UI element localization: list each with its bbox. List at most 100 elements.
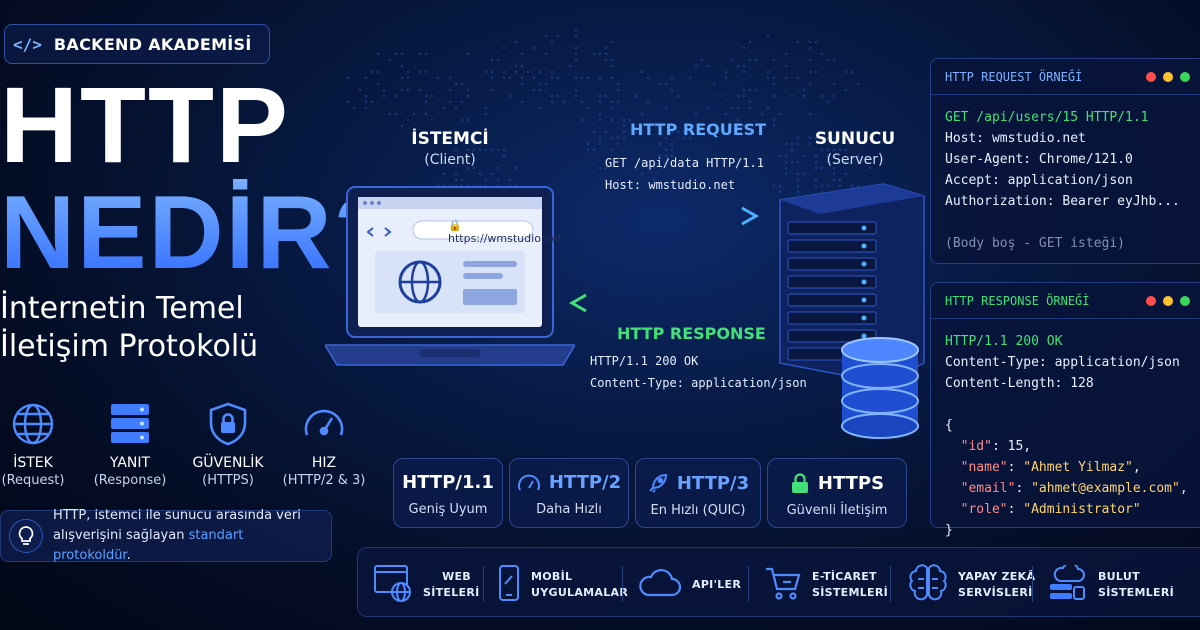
map-dot [820,148,824,152]
map-dot [514,64,518,68]
map-dot [736,106,740,110]
map-dot [580,100,584,104]
map-dot [742,46,746,50]
map-dot [508,178,512,182]
map-dot [772,82,776,86]
response-panel-title: HTTP RESPONSE ÖRNEĞİ [945,293,1090,308]
map-dot [610,76,614,80]
map-dot [748,88,752,92]
map-dot [412,130,416,134]
map-dot [640,130,644,134]
request-flow-line-2: Host: wmstudio.net [605,178,736,192]
map-dot [832,148,836,152]
json-value: "Ahmet Yilmaz" [1023,460,1133,475]
json-key: "name" [960,460,1008,475]
map-dot [532,76,536,80]
note-line-2: alışverişini sağlayan standart protokold… [53,526,323,566]
map-dot [598,76,602,80]
map-dot [634,130,638,134]
json-value: "ahmet@example.com" [1031,481,1180,496]
response-flow-line-1: HTTP/1.1 200 OK [590,354,699,368]
map-dot [592,148,596,152]
badge-label: BACKEND AKADEMİSİ [53,34,252,54]
map-dot [622,118,626,122]
note-plain: alışverişini sağlayan [53,528,189,543]
use-case-label: SİSTEMLERİ [1098,586,1174,599]
map-dot [736,118,740,122]
map-dot [682,136,686,140]
map-dot [790,160,794,164]
map-dot [856,184,860,188]
map-dot [820,94,824,98]
response-arrow [568,293,768,313]
map-dot [520,82,524,86]
map-dot [844,160,848,164]
map-dot [814,136,818,140]
map-dot [622,124,626,128]
map-dot [814,166,818,170]
feature-security: GÜVENLİK (HTTPS) [183,400,273,490]
map-dot [688,136,692,140]
database-icon [841,337,919,439]
map-dot [814,166,818,170]
map-dot [364,106,368,110]
map-dot [496,166,500,170]
map-dot [610,100,614,104]
map-dot [640,172,644,176]
map-dot [616,100,620,104]
map-dot [412,130,416,134]
map-dot [394,52,398,56]
request-flow-line-1: GET /api/data HTTP/1.1 [605,156,764,170]
map-dot [538,70,542,74]
map-dot [832,142,836,146]
map-dot [412,112,416,116]
map-dot [664,154,668,158]
map-dot [706,106,710,110]
map-dot [814,154,818,158]
map-dot [430,130,434,134]
map-dot [664,136,668,140]
map-dot [808,70,812,74]
map-dot [490,172,494,176]
map-dot [796,136,800,140]
map-dot [724,112,728,116]
map-dot [358,88,362,92]
map-dot [814,178,818,182]
map-dot [424,70,428,74]
map-dot [784,166,788,170]
map-dot [640,112,644,116]
map-dot [832,94,836,98]
map-dot [400,124,404,128]
map-dot [766,106,770,110]
map-dot [550,94,554,98]
map-dot [490,76,494,80]
map-dot [604,166,608,170]
map-dot [772,94,776,98]
map-dot [766,70,770,74]
map-dot [742,124,746,128]
map-dot [568,64,572,68]
server-title: SUNUCU [814,129,896,149]
request-example-panel: HTTP REQUEST ÖRNEĞİ GET /api/users/15 HT… [930,58,1200,264]
map-dot [592,130,596,134]
map-dot [592,148,596,152]
server-led [861,315,867,321]
divider [748,566,749,602]
version-sub: En Hızlı (QUIC) [650,503,746,518]
map-dot [604,52,608,56]
map-dot [370,100,374,104]
map-dot [520,100,524,104]
map-dot [466,118,470,122]
map-dot [652,178,656,182]
map-dot [784,160,788,164]
map-dot [682,130,686,134]
map-dot [742,94,746,98]
map-dot [838,184,842,188]
note-text: HTTP, istemci ile sunucu arasında veri a… [53,506,323,566]
map-dot [400,88,404,92]
code-line: Accept: application/json [945,173,1133,188]
map-dot [478,172,482,176]
map-dot [382,88,386,92]
map-dot [622,130,626,134]
